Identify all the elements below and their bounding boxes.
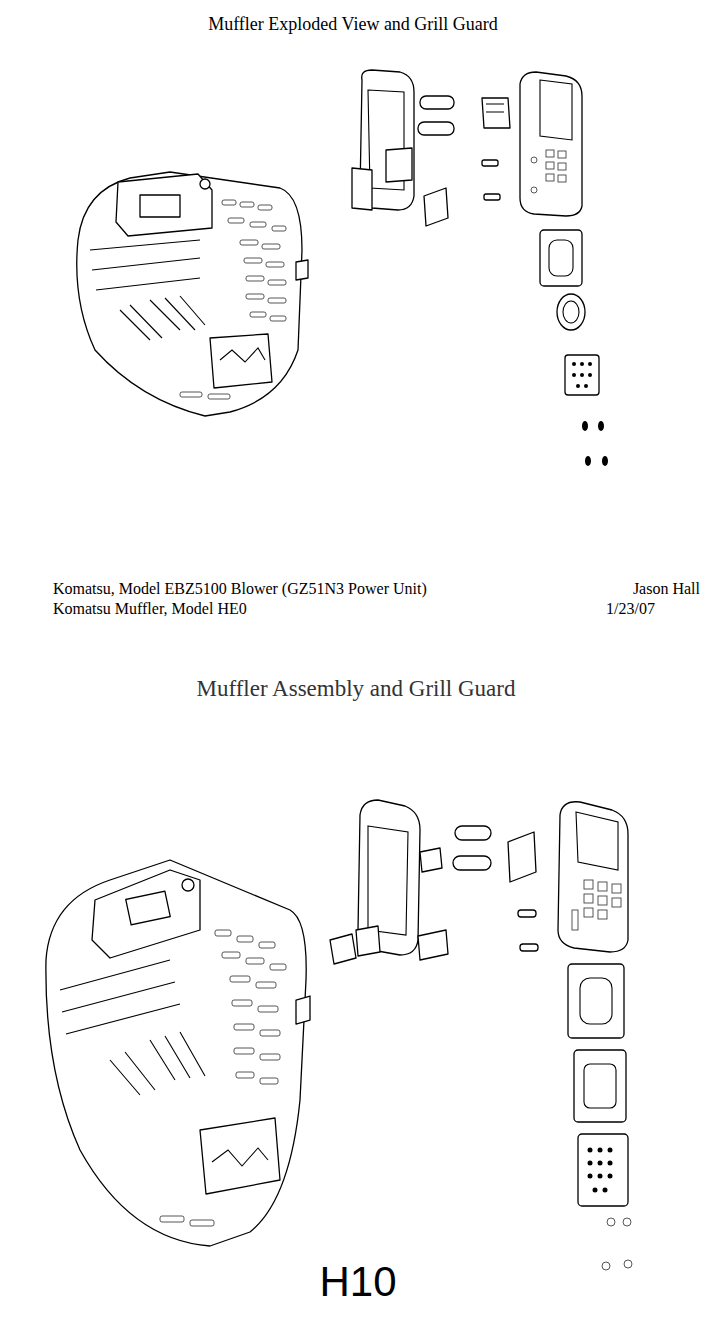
model-caption: Komatsu Muffler, Model HE0	[53, 600, 247, 618]
date-label: 1/23/07	[606, 600, 655, 618]
muffler-parts-exploded	[330, 800, 632, 1270]
section-heading: Muffler Assembly and Grill Guard	[197, 676, 516, 702]
grill-guard	[46, 860, 310, 1246]
model-caption: Komatsu, Model EBZ5100 Blower (GZ51N3 Po…	[53, 580, 427, 598]
author-name: Jason Hall	[633, 580, 700, 598]
muffler-parts-exploded	[352, 70, 608, 466]
page-title: Muffler Exploded View and Grill Guard	[208, 14, 498, 35]
grill-guard	[77, 172, 308, 416]
page-number: H10	[319, 1258, 396, 1306]
